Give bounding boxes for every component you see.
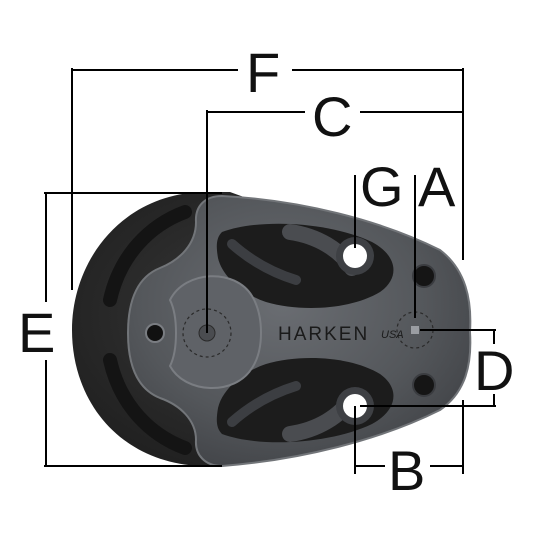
dimension-c-label: C: [312, 85, 352, 148]
shackle-point: [411, 326, 419, 334]
origin-label: USA: [381, 329, 404, 341]
dimension-f-label: F: [246, 41, 280, 104]
lower-window-slot: [227, 381, 301, 427]
brand-label: HARKEN: [278, 324, 369, 345]
dimension-g-label: G: [360, 155, 404, 218]
rivet-right-bottom: [412, 373, 436, 397]
dimension-a-label: A: [418, 155, 456, 218]
axle-boss: [168, 275, 262, 389]
dimension-d: D: [360, 329, 514, 407]
dimension-a: A: [414, 155, 456, 318]
upper-window-slot: [227, 239, 301, 285]
cheek-slot-bottom: [103, 353, 192, 455]
dimension-f: F: [71, 41, 464, 290]
rivet-left: [145, 323, 165, 343]
dimension-e: E: [18, 192, 222, 467]
dimension-b: B: [354, 400, 464, 502]
dimension-b-label: B: [388, 439, 425, 502]
dimension-d-label: D: [474, 339, 514, 402]
rivet-right-top: [412, 264, 436, 288]
cheek-slot-top: [103, 205, 192, 307]
mount-hole-top: [343, 244, 367, 268]
dimension-c: C: [206, 85, 463, 333]
dimension-g: G: [354, 155, 404, 248]
dimension-e-label: E: [18, 301, 55, 364]
axle-dashed-ring: [182, 308, 232, 358]
